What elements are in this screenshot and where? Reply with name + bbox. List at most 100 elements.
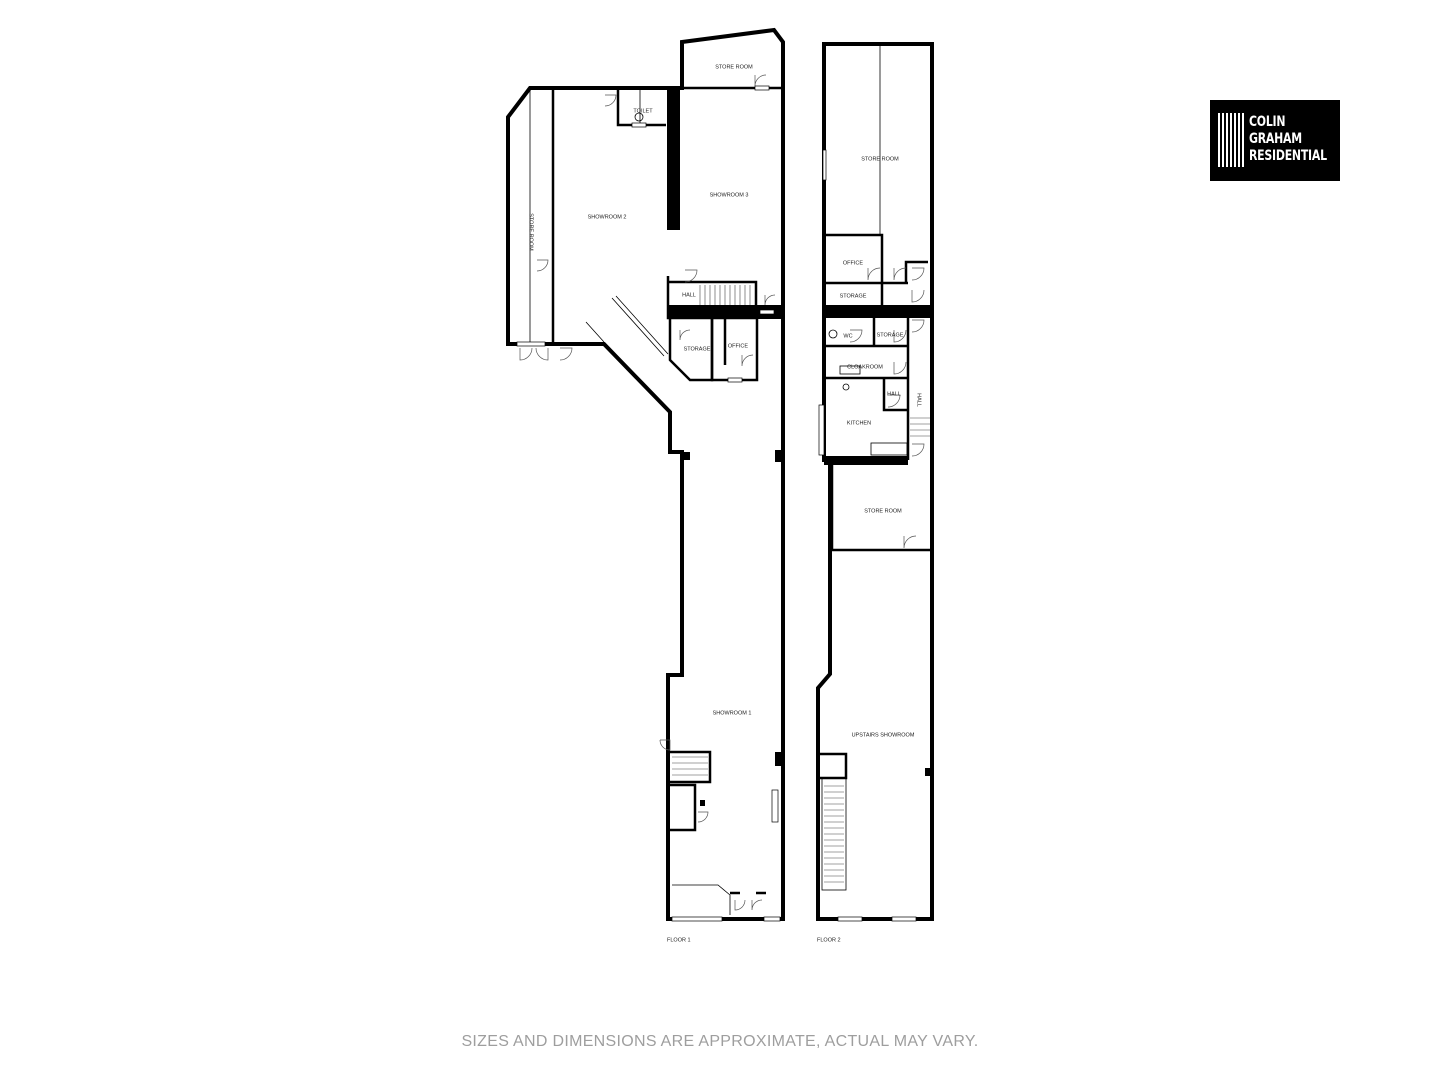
door (867, 267, 881, 281)
door (911, 443, 925, 457)
door (697, 811, 709, 823)
window (891, 916, 917, 922)
room-label-storage: STORAGE (684, 346, 711, 352)
door (887, 394, 901, 408)
room-label-f2-storage-1: STORAGE (840, 293, 867, 299)
floor-2-wall (820, 752, 848, 780)
logo-text: COLIN GRAHAM RESIDENTIAL (1249, 114, 1327, 165)
floor-2-plan: STORE ROOM OFFICE STORAGE WC STORAGE CLO… (816, 42, 934, 943)
door (911, 289, 925, 303)
room-label-showroom-3: SHOWROOM 3 (710, 192, 749, 198)
room-label-f2-store-room-top: STORE ROOM (861, 156, 899, 162)
window (771, 789, 779, 823)
room-label-hall: HALL (682, 292, 696, 298)
window (818, 404, 825, 456)
door (535, 347, 549, 361)
floor-2-wall (824, 233, 884, 283)
column (925, 768, 932, 776)
door (684, 269, 698, 283)
room-label-toilet: TOILET (633, 108, 653, 114)
disclaimer-text: SIZES AND DIMENSIONS ARE APPROXIMATE, AC… (461, 1033, 979, 1050)
door (893, 361, 907, 375)
column (700, 800, 705, 806)
room-label-office: OFFICE (728, 343, 748, 349)
floor-2-outer-wall (816, 42, 934, 921)
column (680, 452, 690, 460)
floor-2-label: FLOOR 2 (817, 937, 841, 943)
door (893, 329, 907, 343)
floor-2-wall (824, 456, 908, 465)
floor-1-outer-wall (506, 27, 785, 921)
bay-window (672, 884, 731, 915)
room-label-f2-kitchen: KITCHEN (847, 420, 871, 426)
glass-partition (611, 297, 665, 357)
door (604, 94, 617, 107)
floor-2-stairwell (821, 777, 847, 891)
door (659, 739, 671, 751)
floor-1-plan: STORE ROOM TOILET SHOWROOM 2 SHOWROOM 3 … (506, 27, 785, 943)
window (516, 341, 546, 347)
door (519, 347, 533, 361)
door (536, 259, 549, 272)
door (849, 329, 863, 343)
room-label-store-room-top: STORE ROOM (715, 64, 753, 70)
window (754, 85, 770, 91)
door (903, 535, 917, 549)
room-label-f2-store-room-mid: STORE ROOM (864, 508, 902, 514)
room-label-f2-hall-small: HALL (887, 391, 901, 397)
room-label-f2-storage-2: STORAGE (877, 332, 904, 338)
window (671, 916, 723, 922)
door (754, 74, 767, 87)
room-label-f2-upstairs-showroom: UPSTAIRS SHOWROOM (852, 732, 915, 738)
floor-1-stairs (699, 285, 751, 305)
floor-2-wall (904, 260, 928, 283)
room-label-f2-hall-side: HALL (916, 393, 922, 407)
room-label-f2-wc: WC (843, 333, 852, 339)
sink-fixture (842, 383, 850, 391)
floor-2-wall (882, 378, 908, 412)
room-label-store-room-left: STORE ROOM (528, 213, 534, 251)
column (775, 752, 783, 766)
window (822, 149, 827, 181)
window (759, 309, 775, 315)
floor-2-wall (824, 305, 932, 318)
logo-bars-icon (1218, 113, 1244, 167)
floor-1-label: FLOOR 1 (667, 937, 691, 943)
window (763, 916, 781, 922)
glass-partition (585, 321, 605, 343)
window (837, 916, 863, 922)
glass-partition (615, 295, 669, 355)
door (741, 354, 754, 367)
floor-1-wall (616, 90, 666, 127)
floor-1-lower-stairs (672, 756, 708, 776)
door (559, 347, 573, 361)
column (775, 450, 783, 462)
logo-line-3: RESIDENTIAL (1249, 148, 1327, 164)
door (679, 329, 691, 341)
floor-1-wall (670, 783, 697, 832)
room-label-f2-office: OFFICE (843, 260, 863, 266)
floor-1-wall (667, 88, 680, 230)
floor-2-side-stairs (910, 417, 930, 437)
door (764, 294, 776, 306)
room-label-showroom-1: SHOWROOM 1 (713, 710, 752, 716)
floor-1-wall (668, 305, 783, 319)
room-label-showroom-2: SHOWROOM 2 (588, 214, 627, 220)
logo-line-2: GRAHAM (1249, 131, 1302, 147)
door (911, 267, 925, 281)
kitchen-counter (870, 442, 908, 456)
wc-fixture (828, 329, 838, 339)
door (911, 319, 925, 333)
floor-2-main-stairs (824, 785, 844, 883)
logo-line-1: COLIN (1249, 114, 1286, 130)
floor-1-wall (670, 750, 712, 784)
window (631, 122, 647, 128)
toilet-fixture (634, 112, 644, 122)
window (727, 377, 743, 383)
company-logo: COLIN GRAHAM RESIDENTIAL (1210, 100, 1340, 181)
sink-fixture (839, 365, 861, 375)
door (893, 267, 907, 281)
door (734, 899, 746, 911)
room-label-f2-cloakroom: CLOAKROOM (847, 364, 883, 370)
